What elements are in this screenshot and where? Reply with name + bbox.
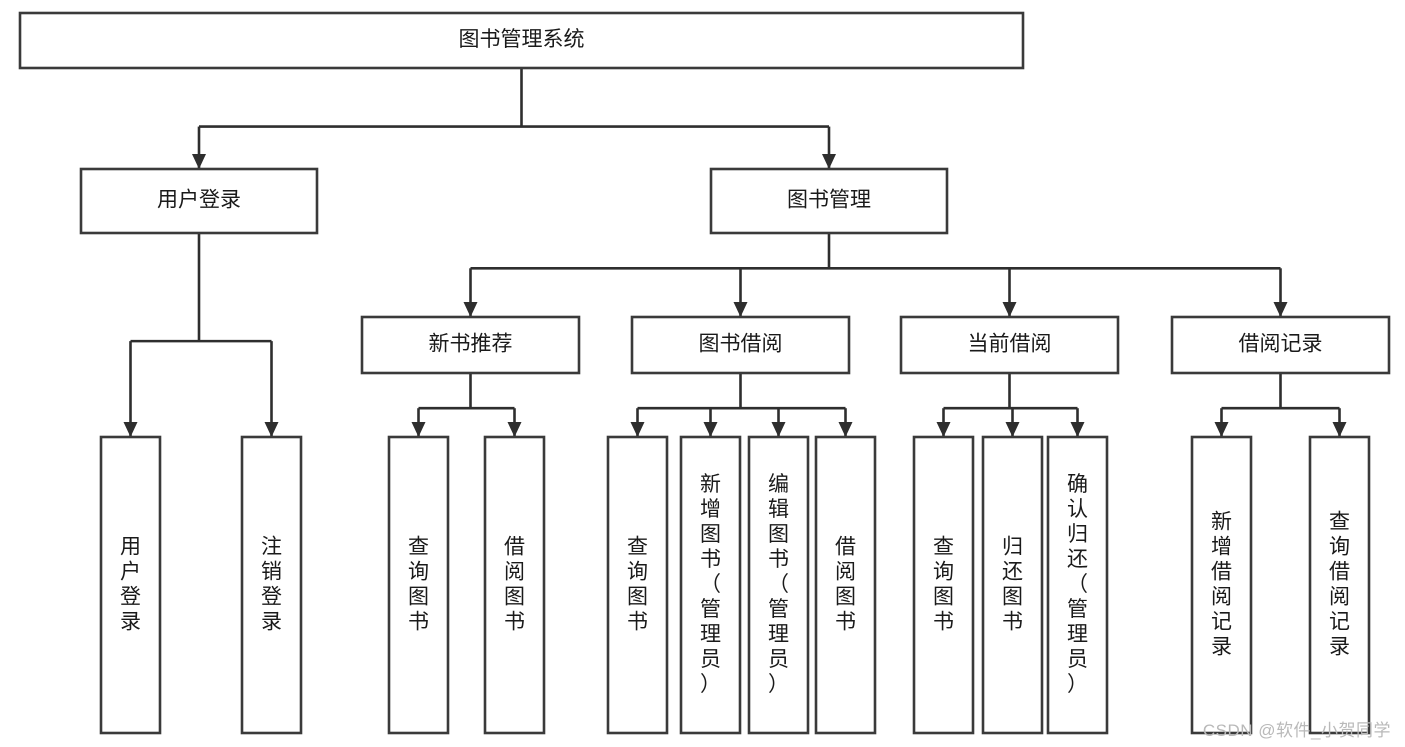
node-box-leaf-query-book-cur [912, 435, 975, 735]
arrow-head-icon [822, 154, 836, 169]
node-leaf-query-book-rec[interactable]: 查询图书 [387, 435, 450, 735]
node-label-leaf-edit-book-admin: 编辑图书（管理员） [768, 473, 789, 696]
node-label-user-login: 用户登录 [157, 189, 241, 212]
arrow-head-icon [1214, 422, 1229, 437]
arrow-head-icon [463, 302, 478, 317]
node-box-leaf-edit-book-admin [747, 435, 810, 735]
node-root[interactable]: 图书管理系统 [18, 11, 1025, 70]
node-user-login[interactable]: 用户登录 [79, 167, 319, 235]
connector-lines [123, 68, 1347, 437]
node-leaf-return-book[interactable]: 归还图书 [981, 435, 1044, 735]
node-box-leaf-confirm-return-admin [1046, 435, 1109, 735]
node-box-leaf-return-book [981, 435, 1044, 735]
arrow-head-icon [1002, 302, 1017, 317]
node-box-book-manage [709, 167, 949, 235]
arrow-head-icon [264, 422, 279, 437]
node-label-borrow-record: 借阅记录 [1239, 333, 1323, 356]
arrow-head-icon [192, 154, 206, 169]
node-leaf-user-login[interactable]: 用户登录 [99, 435, 162, 735]
arrow-head-icon [123, 422, 138, 437]
node-boxes: 图书管理系统用户登录图书管理新书推荐图书借阅当前借阅借阅记录用户登录注销登录查询… [18, 11, 1391, 735]
node-box-new-book-recommend [360, 315, 581, 375]
node-label-leaf-query-book-rec: 查询图书 [408, 535, 429, 633]
node-box-leaf-logout-login [240, 435, 303, 735]
node-label-root: 图书管理系统 [459, 28, 585, 51]
node-label-leaf-user-login: 用户登录 [120, 535, 141, 633]
node-box-leaf-user-login [99, 435, 162, 735]
node-box-leaf-borrow-book-bw [814, 435, 877, 735]
node-leaf-borrow-book-rec[interactable]: 借阅图书 [483, 435, 546, 735]
node-book-borrow[interactable]: 图书借阅 [630, 315, 851, 375]
node-label-book-borrow: 图书借阅 [699, 333, 783, 356]
arrow-head-icon [507, 422, 522, 437]
node-label-leaf-return-book: 归还图书 [1002, 535, 1023, 633]
node-label-leaf-borrow-book-bw: 借阅图书 [835, 535, 856, 633]
node-leaf-query-book-cur[interactable]: 查询图书 [912, 435, 975, 735]
node-book-manage[interactable]: 图书管理 [709, 167, 949, 235]
node-leaf-query-borrow-record[interactable]: 查询借阅记录 [1308, 435, 1371, 735]
node-label-leaf-add-book-admin: 新增图书（管理员） [700, 473, 721, 696]
node-label-leaf-query-borrow-record: 查询借阅记录 [1329, 510, 1350, 658]
node-leaf-query-book-bw[interactable]: 查询图书 [606, 435, 669, 735]
arrow-head-icon [1332, 422, 1347, 437]
arrow-head-icon [1070, 422, 1085, 437]
node-box-borrow-record [1170, 315, 1391, 375]
node-label-leaf-logout-login: 注销登录 [261, 535, 282, 633]
node-leaf-edit-book-admin[interactable]: 编辑图书（管理员） [747, 435, 810, 735]
node-label-leaf-borrow-book-rec: 借阅图书 [504, 535, 525, 633]
node-box-book-borrow [630, 315, 851, 375]
node-box-current-borrow [899, 315, 1120, 375]
arrow-head-icon [1005, 422, 1020, 437]
node-label-leaf-query-book-bw: 查询图书 [627, 535, 648, 633]
node-borrow-record[interactable]: 借阅记录 [1170, 315, 1391, 375]
node-box-leaf-query-book-rec [387, 435, 450, 735]
node-new-book-recommend[interactable]: 新书推荐 [360, 315, 581, 375]
node-label-leaf-add-borrow-record: 新增借阅记录 [1211, 510, 1232, 658]
node-box-leaf-add-book-admin [679, 435, 742, 735]
node-box-leaf-borrow-book-rec [483, 435, 546, 735]
arrow-head-icon [733, 302, 748, 317]
node-box-user-login [79, 167, 319, 235]
node-leaf-add-book-admin[interactable]: 新增图书（管理员） [679, 435, 742, 735]
node-label-leaf-query-book-cur: 查询图书 [933, 535, 954, 633]
node-box-leaf-add-borrow-record [1190, 435, 1253, 735]
node-label-book-manage: 图书管理 [787, 189, 871, 212]
arrow-head-icon [771, 422, 786, 437]
arrow-head-icon [936, 422, 951, 437]
node-box-root [18, 11, 1025, 70]
node-label-new-book-recommend: 新书推荐 [429, 333, 513, 356]
node-box-leaf-query-borrow-record [1308, 435, 1371, 735]
node-leaf-borrow-book-bw[interactable]: 借阅图书 [814, 435, 877, 735]
arrow-head-icon [838, 422, 853, 437]
node-label-current-borrow: 当前借阅 [968, 333, 1052, 356]
node-leaf-add-borrow-record[interactable]: 新增借阅记录 [1190, 435, 1253, 735]
watermark-text: CSDN @软件_小贺同学 [1202, 721, 1391, 740]
node-current-borrow[interactable]: 当前借阅 [899, 315, 1120, 375]
arrow-head-icon [1273, 302, 1288, 317]
node-label-leaf-confirm-return-admin: 确认归还（管理员） [1067, 473, 1088, 696]
arrow-head-icon [411, 422, 426, 437]
arrow-head-icon [630, 422, 645, 437]
arrow-head-icon [703, 422, 718, 437]
node-box-leaf-query-book-bw [606, 435, 669, 735]
node-leaf-confirm-return-admin[interactable]: 确认归还（管理员） [1046, 435, 1109, 735]
node-leaf-logout-login[interactable]: 注销登录 [240, 435, 303, 735]
